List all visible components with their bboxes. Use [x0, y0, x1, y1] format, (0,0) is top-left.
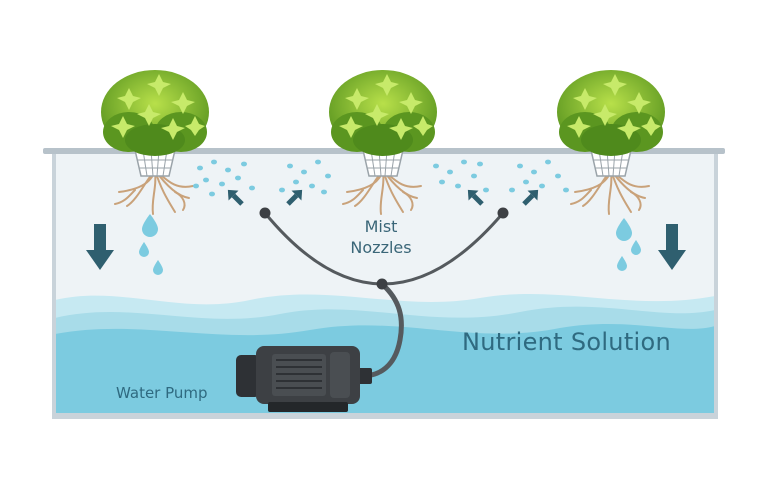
plant-left [101, 70, 209, 215]
mist-nozzles-label-line1: Mist [364, 217, 398, 236]
mist-cloud-right [433, 159, 569, 193]
mist-nozzles-label: Mist Nozzles [326, 216, 436, 258]
tank-left-wall [52, 150, 56, 419]
pump-base [268, 402, 348, 412]
nutrient-solution-label: Nutrient Solution [462, 328, 671, 356]
down-arrow-icon [86, 224, 114, 270]
pump-end-cap [236, 355, 260, 397]
nozzle-icon [497, 207, 509, 219]
pipe-junction [376, 278, 388, 290]
plant-right [557, 70, 665, 215]
pipe-riser [363, 281, 404, 379]
mist-arrow-icon [227, 189, 539, 206]
tank-right-wall [714, 150, 718, 419]
mist-cloud-left [193, 159, 331, 197]
plant-center [329, 70, 437, 215]
plant-icon [101, 70, 209, 156]
down-arrow-icon [658, 224, 686, 270]
water-pump-icon [236, 346, 372, 412]
pump-cap-right [330, 352, 350, 398]
plant-icon [329, 70, 437, 156]
water-droplet-icon [139, 214, 641, 275]
plant-icon [557, 70, 665, 156]
tank-bottom [52, 413, 718, 419]
basket-icon [134, 149, 176, 177]
mist-nozzles-label-line2: Nozzles [350, 238, 412, 257]
water-pump-label: Water Pump [116, 384, 208, 402]
nozzle-icon [259, 207, 271, 219]
tank [43, 148, 725, 419]
